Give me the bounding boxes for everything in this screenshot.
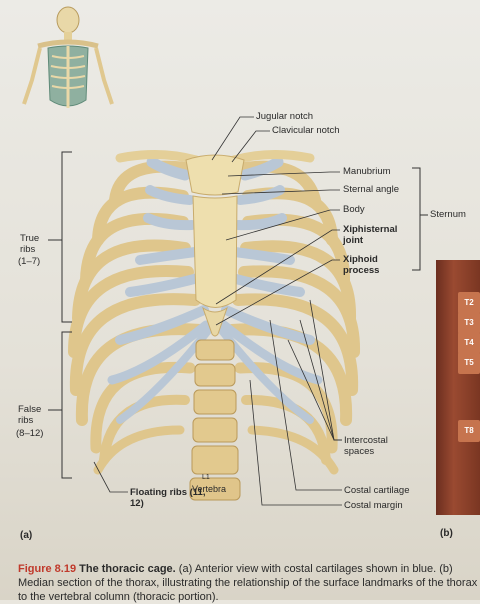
- label-jugular-notch: Jugular notch: [256, 111, 314, 122]
- vertebra-label-t8: T8: [458, 420, 480, 442]
- figure-number: Figure 8.19: [18, 563, 77, 575]
- vertebra-label-t4: T4: [458, 332, 480, 354]
- label-body: Body: [343, 204, 365, 215]
- panel-b-label: (b): [440, 528, 453, 539]
- leader-lines: [93, 116, 342, 506]
- sternum-bone: [185, 154, 245, 337]
- label-false-ribs: False ribs: [18, 404, 42, 426]
- label-xiphisternal-joint: Xiphisternal joint: [343, 224, 398, 246]
- label-false-ribs-range: (8–12): [16, 428, 44, 439]
- caption-part-a: (a) Anterior view with costal cartilages…: [178, 563, 437, 575]
- label-intercostal-spaces: Intercostal spaces: [344, 435, 388, 457]
- vertebra-label-t5: T5: [458, 352, 480, 374]
- label-true-ribs-range: (1–7): [18, 256, 41, 267]
- label-costal-margin: Costal margin: [344, 500, 403, 511]
- brackets: [48, 151, 428, 479]
- label-floating-ribs: Floating ribs (11, 12): [130, 487, 206, 509]
- figure-caption: Figure 8.19 The thoracic cage. (a) Anter…: [18, 562, 480, 604]
- panel-a-label: (a): [20, 530, 33, 541]
- skeleton-thumbnail: [22, 6, 114, 108]
- label-true-ribs: True ribs: [20, 233, 40, 255]
- figure-title: The thoracic cage.: [79, 563, 176, 575]
- label-xiphoid-process: Xiphoid process: [343, 254, 380, 276]
- label-sternum: Sternum: [430, 209, 466, 220]
- vertebra-label-t3: T3: [458, 312, 480, 334]
- label-sternal-angle: Sternal angle: [343, 184, 399, 195]
- label-costal-cartilage: Costal cartilage: [344, 485, 410, 496]
- label-clavicular-notch: Clavicular notch: [272, 125, 340, 136]
- vertebral-column: [189, 339, 241, 501]
- label-vertebra: Vertebra: [192, 484, 227, 494]
- vertebra-label-t2: T2: [458, 292, 480, 314]
- label-l1: L1: [202, 474, 210, 481]
- label-manubrium: Manubrium: [343, 166, 391, 177]
